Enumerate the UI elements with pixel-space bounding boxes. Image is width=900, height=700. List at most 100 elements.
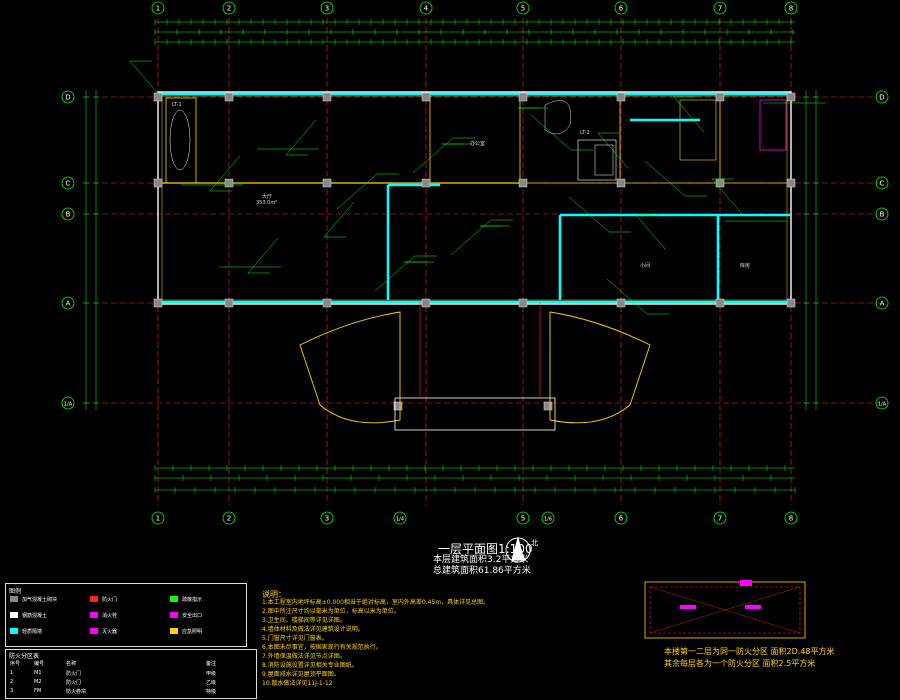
svg-text:A: A <box>66 300 71 308</box>
table-header-cell: 名称 <box>66 661 77 667</box>
room-small: 小间 <box>640 263 651 269</box>
legend-swatch <box>170 628 178 634</box>
svg-text:B: B <box>66 211 71 219</box>
legend-item-label: 消火栓 <box>102 613 118 619</box>
table-title: 防火分区表 <box>9 653 40 660</box>
inset-line-2: 其余每层各为一个防火分区 面积2.5平方米 <box>664 659 816 668</box>
axis-bottom-6: 6 <box>614 511 628 525</box>
note-line: 6.本图未尽事宜，按国家现行有关规范执行。 <box>262 644 382 651</box>
axis-grid-lines <box>84 18 880 505</box>
svg-text:1/4: 1/4 <box>396 517 404 523</box>
total-area-line: 总建筑面积61.86平方米 <box>433 566 531 576</box>
svg-text:6: 6 <box>619 515 624 523</box>
legend-item-label: 防火门 <box>102 597 118 603</box>
svg-text:8: 8 <box>789 515 793 523</box>
axis-left-4: 1/A <box>61 396 75 410</box>
axis-left-0: D <box>61 90 75 104</box>
table-cell: 2 <box>10 679 14 685</box>
inset-line-1: 本楼第一二层为同一防火分区 面积2D.48平方米 <box>664 647 835 656</box>
legend-item-label: 轻质隔墙 <box>22 629 43 635</box>
note-line: 3.卫生间、楼梯间等详见详图。 <box>262 617 346 624</box>
columns <box>153 92 796 411</box>
note-line: 5.门窗尺寸详见门窗表。 <box>262 635 328 642</box>
legend-item-label: 应急照明 <box>182 629 203 635</box>
note-line: 8.消防设施设置详见相关专业图纸。 <box>262 662 358 669</box>
compass-label: 北 <box>531 539 538 547</box>
note-line: 1.本工程室内地坪标高±0.000相当于绝对标高，室内外高差0.45m，具体详见… <box>262 599 490 606</box>
axis-right-0: D <box>875 90 889 104</box>
axis-top-6: 7 <box>713 1 727 15</box>
axis-bottom-5: 1/6 <box>541 511 555 525</box>
stair-tag-1: LT-1 <box>172 102 182 108</box>
svg-text:7: 7 <box>718 5 722 13</box>
table-cell: 3 <box>10 688 14 694</box>
legend-item-label: 灭火器 <box>102 629 118 635</box>
axis-bottom-0: 1 <box>151 511 165 525</box>
svg-text:4: 4 <box>424 5 429 13</box>
legend-swatch <box>170 612 178 618</box>
room-office: 办公室 <box>470 141 486 147</box>
axis-top-2: 3 <box>320 1 334 15</box>
note-line: 7.外墙保温做法详见节点详图。 <box>262 653 346 660</box>
table-cell: M2 <box>34 679 42 685</box>
axis-top-1: 2 <box>222 1 236 15</box>
table-cell: 乙级 <box>206 680 217 686</box>
legend-swatch <box>10 628 18 634</box>
table-cell: 甲级 <box>206 671 217 677</box>
axis-left-1: C <box>61 176 75 190</box>
svg-text:2: 2 <box>227 5 231 13</box>
legend-swatch <box>10 596 18 602</box>
table-header-cell: 序号 <box>10 661 21 667</box>
svg-text:B: B <box>880 211 885 219</box>
table-cell: FM <box>34 688 42 694</box>
walls <box>157 91 792 305</box>
table-cell: 防火门 <box>66 671 82 677</box>
legend-swatch <box>90 628 98 634</box>
note-line: 9.屋面排水详见屋顶平面图。 <box>262 671 340 678</box>
stair-symbols <box>169 100 614 176</box>
svg-text:2: 2 <box>227 515 231 523</box>
svg-text:1/A: 1/A <box>878 402 887 408</box>
inset-plan <box>644 580 806 639</box>
legend-item-label: 加气混凝土砌块 <box>22 597 58 603</box>
axis-left-2: B <box>61 207 75 221</box>
axis-right-2: B <box>875 207 889 221</box>
notes-header: 说明： <box>262 590 286 599</box>
annotation-leaders <box>129 60 825 315</box>
svg-text:8: 8 <box>789 5 793 13</box>
svg-text:C: C <box>880 180 885 188</box>
axis-bottom-2: 3 <box>320 511 334 525</box>
legend-item-label: 安全出口 <box>182 613 203 619</box>
svg-text:1: 1 <box>156 515 160 523</box>
room-hall: 大厅 <box>262 194 273 200</box>
table-header-cell: 编号 <box>34 661 45 667</box>
table-cell: 特级 <box>206 689 217 695</box>
svg-text:D: D <box>65 94 70 102</box>
legend-swatch <box>10 612 18 618</box>
legend-item-label: 钢筋混凝土 <box>22 613 48 619</box>
stair-tag-2: LT-2 <box>580 130 590 136</box>
axis-top-3: 4 <box>419 1 433 15</box>
svg-text:1: 1 <box>156 5 160 13</box>
svg-text:5: 5 <box>521 515 525 523</box>
legend-swatch <box>90 612 98 618</box>
room-storage: 库房 <box>740 263 751 269</box>
axis-bottom-8: 8 <box>784 511 798 525</box>
axis-bottom-3: 1/4 <box>393 511 407 525</box>
table-header-cell: 备注 <box>206 661 217 667</box>
svg-text:3: 3 <box>325 515 329 523</box>
legend-swatch <box>170 596 178 602</box>
note-line: 2.图中所注尺寸均以毫米为单位，标高以米为单位。 <box>262 608 400 615</box>
axis-top-5: 6 <box>614 1 628 15</box>
axis-bottom-1: 2 <box>222 511 236 525</box>
axis-top-0: 1 <box>151 1 165 15</box>
svg-text:3: 3 <box>325 5 329 13</box>
axis-bottom-4: 5 <box>516 511 530 525</box>
floor-area-line: 本层建筑面积3.2平方米 <box>433 555 529 565</box>
axis-top-4: 5 <box>516 1 530 15</box>
table-cell: M1 <box>34 670 42 676</box>
legend-swatch <box>90 596 98 602</box>
